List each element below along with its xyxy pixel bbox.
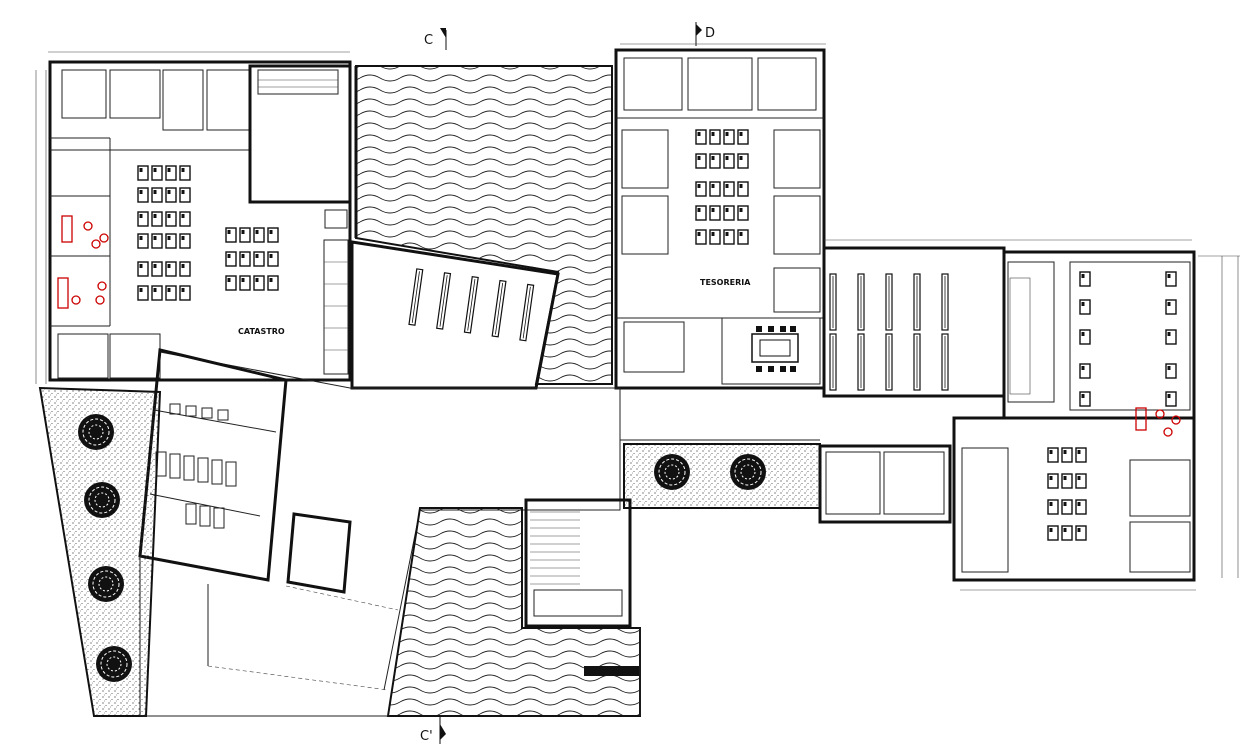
tesoreria-wing: TESORERIA (614, 48, 826, 390)
workstations-left (137, 165, 279, 301)
left-wing: CATASTRO (48, 60, 352, 382)
room-label-tesoreria: TESORERIA (700, 278, 751, 287)
courtyard-bottom (386, 507, 641, 717)
stair-core (524, 498, 632, 628)
planter-left (38, 386, 162, 717)
room-label-catastro: CATASTRO (238, 327, 285, 336)
section-label-d-top: D (705, 26, 715, 41)
workstations-center (695, 129, 749, 245)
site-boundary (139, 556, 641, 717)
red-furniture-left (57, 215, 109, 309)
red-furniture-right (1135, 407, 1181, 437)
bench-room-right (822, 246, 1006, 398)
section-marker-c-bottom: C' (420, 716, 446, 744)
workstations-right (1047, 447, 1087, 541)
dimension-lines (35, 43, 1240, 591)
conference-table (751, 326, 799, 372)
right-wing (818, 250, 1196, 582)
side-column-left (323, 239, 349, 375)
section-label-c-top: C (424, 33, 433, 48)
planter-center (623, 443, 821, 509)
restroom-block (138, 348, 352, 594)
section-marker-c-top: C (424, 28, 447, 50)
courtyard-top (354, 65, 613, 385)
section-label-c-bottom: C' (420, 729, 433, 744)
section-marker-d-top: D (695, 22, 715, 46)
